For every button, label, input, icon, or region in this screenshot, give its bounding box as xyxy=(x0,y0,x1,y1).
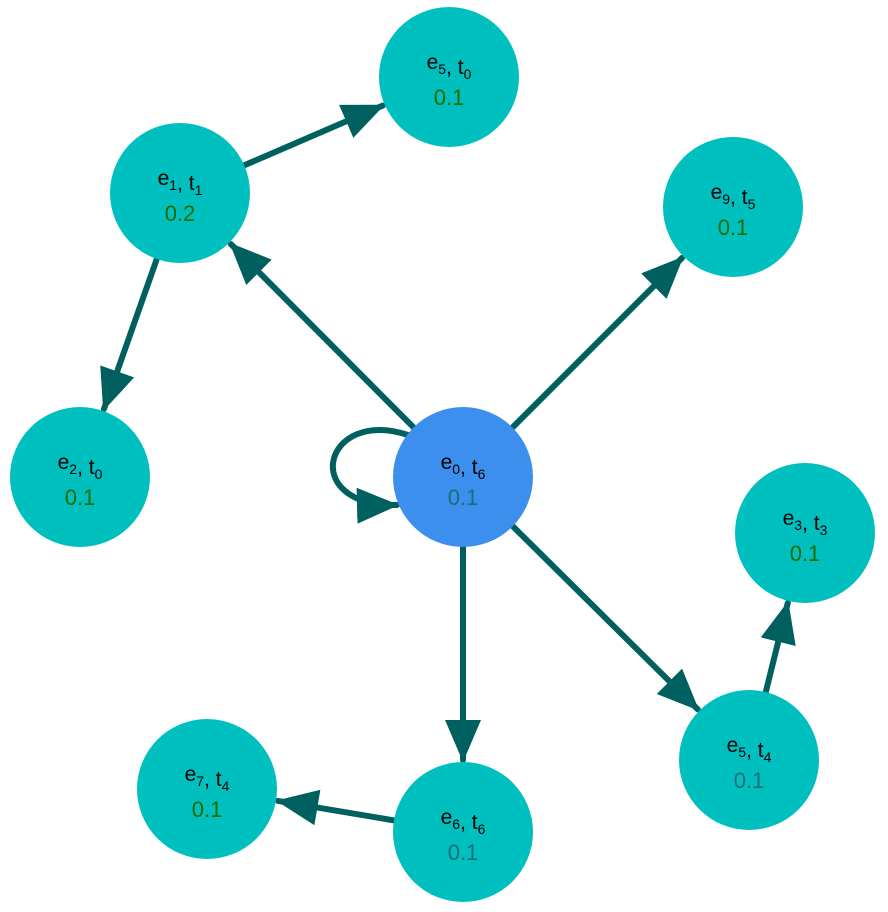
node-label: e7, t4 xyxy=(185,763,230,794)
node-label: e0, t6 xyxy=(441,451,486,482)
node-label-text: e xyxy=(783,507,795,530)
node-label: e5, t0 xyxy=(427,51,472,82)
graph-node-n3[interactable]: e9, t5 0.1 xyxy=(663,137,803,277)
node-value: 0.2 xyxy=(165,201,196,226)
node-label-subscript: 1 xyxy=(169,177,177,193)
node-label-subscript: 5 xyxy=(738,744,746,760)
node-label-text: e xyxy=(441,451,453,474)
graph-node-n5[interactable]: e3, t30.1 xyxy=(735,463,875,603)
node-value: 0.1 xyxy=(448,485,479,510)
node-label-subscript: 5 xyxy=(438,61,446,77)
node-value: 0.1 xyxy=(192,797,223,822)
node-value: 0.1 xyxy=(434,85,465,110)
node-value: 0.1 xyxy=(65,485,96,510)
edge-n0-to-n1 xyxy=(227,241,417,431)
edges-layer xyxy=(100,102,796,826)
graph-node-n7[interactable]: e6, t60.1 xyxy=(393,762,533,902)
node-label-text: e xyxy=(58,451,70,474)
node-label-text: e xyxy=(711,181,723,204)
node-label-text: , xyxy=(730,186,742,209)
node-value: 0.1 xyxy=(790,541,821,566)
node-value: 0.1 xyxy=(734,768,765,793)
node-label: e3, t3 xyxy=(783,507,828,538)
node-label-text: , xyxy=(446,56,458,79)
node-label-subscript: 7 xyxy=(196,773,204,789)
node-label-text: , xyxy=(460,456,472,479)
node-label: e5, t4 xyxy=(727,734,772,765)
graph-node-n8[interactable]: e7, t4 0.1 xyxy=(137,719,277,859)
node-label-subscript: 0 xyxy=(464,66,472,82)
graph-node-n1[interactable]: e1, t10.2 xyxy=(110,123,250,263)
node-circle xyxy=(393,407,533,547)
node-circle xyxy=(10,407,150,547)
edge-n0-to-n6 xyxy=(509,523,701,713)
node-value: 0.1 xyxy=(718,215,749,240)
node-label-text: e xyxy=(441,806,453,829)
graph-node-n2[interactable]: e5, t0 0.1 xyxy=(379,7,519,147)
node-label-subscript: 6 xyxy=(478,821,486,837)
node-label-subscript: 0 xyxy=(95,466,103,482)
node-label-text: t xyxy=(742,186,748,209)
edge-n1-to-n2 xyxy=(241,102,386,169)
node-label-text: t xyxy=(458,56,464,79)
node-label-text: , xyxy=(746,739,758,762)
node-label-subscript: 1 xyxy=(195,182,203,198)
node-label-text: , xyxy=(177,172,189,195)
node-label-text: t xyxy=(814,512,820,535)
graph-node-n4[interactable]: e2, t0 0.1 xyxy=(10,407,150,547)
node-label-subscript: 2 xyxy=(69,461,77,477)
node-label-text: t xyxy=(216,768,222,791)
node-label: e9, t5 xyxy=(711,181,756,212)
node-label-subscript: 4 xyxy=(222,778,230,794)
node-label-subscript: 3 xyxy=(820,522,828,538)
node-label-subscript: 0 xyxy=(452,461,460,477)
edge-n6-to-n5 xyxy=(760,599,796,695)
node-circle xyxy=(137,719,277,859)
node-label-text: t xyxy=(758,739,764,762)
node-label-text: e xyxy=(427,51,439,74)
edge-n1-to-n4 xyxy=(100,256,160,413)
node-label-subscript: 4 xyxy=(764,749,772,765)
node-label: e6, t6 xyxy=(441,806,486,837)
node-label-text: , xyxy=(802,512,814,535)
node-label-subscript: 6 xyxy=(452,816,460,832)
node-label-subscript: 9 xyxy=(722,191,730,207)
node-circle xyxy=(735,463,875,603)
node-label-subscript: 5 xyxy=(748,196,756,212)
node-label-text: e xyxy=(727,734,739,757)
graph-node-n6[interactable]: e5, t4 0.1 xyxy=(679,690,819,830)
node-label-text: t xyxy=(472,456,478,479)
node-label: e2, t0 xyxy=(58,451,103,482)
node-circle xyxy=(110,123,250,263)
edge-n7-to-n8 xyxy=(275,789,397,826)
node-label-subscript: 6 xyxy=(478,466,486,482)
nodes-layer: e0, t60.1e1, t10.2e5, t00.1e9, t50.1e2, … xyxy=(10,7,875,902)
node-label-text: , xyxy=(204,768,216,791)
node-label-text: , xyxy=(77,456,89,479)
node-label-text: , xyxy=(460,811,472,834)
node-label-text: e xyxy=(158,167,170,190)
node-circle xyxy=(379,7,519,147)
node-label-text: e xyxy=(185,763,197,786)
node-circle xyxy=(393,762,533,902)
node-label-text: t xyxy=(472,811,478,834)
node-label-text: t xyxy=(89,456,95,479)
node-circle xyxy=(679,690,819,830)
graph-node-n0[interactable]: e0, t6 0.1 xyxy=(393,407,533,547)
node-label-text: t xyxy=(189,172,195,195)
node-value: 0.1 xyxy=(448,840,479,865)
edge-n0-to-n3 xyxy=(509,254,686,431)
edge-n0-to-n0 xyxy=(329,427,411,524)
node-label: e1, t1 xyxy=(158,167,203,198)
node-circle xyxy=(663,137,803,277)
node-label-subscript: 3 xyxy=(794,517,802,533)
